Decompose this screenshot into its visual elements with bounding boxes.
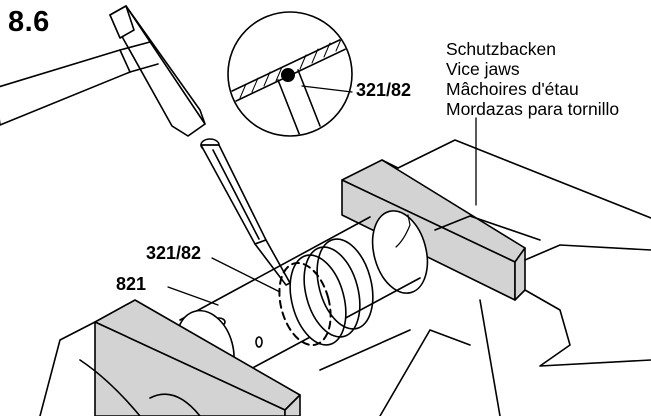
- vice-jaw-left: [39, 299, 301, 416]
- hammer-handle: [0, 49, 131, 126]
- detail-leader: [301, 85, 353, 93]
- pin-leader: [211, 257, 281, 293]
- vice-jaw-right: [341, 139, 651, 367]
- detail-part-label: 321/82: [356, 80, 412, 100]
- vice-jaws-label-fr: Mâchoires d'étau: [446, 79, 579, 99]
- pin-part-label: 321/82: [146, 243, 202, 263]
- hidden-bore: [278, 261, 332, 347]
- pin-dot: [281, 68, 295, 82]
- housing-part-label: 821: [116, 274, 147, 294]
- hammer: [0, 5, 206, 137]
- vice-jaws-label-es: Mordazas para tornillo: [446, 99, 620, 119]
- vice-base: [319, 299, 501, 416]
- detail-circle: [227, 11, 353, 137]
- punch-tool: [200, 138, 291, 286]
- housing-leader: [167, 286, 219, 306]
- figure-number: 8.6: [8, 6, 50, 38]
- vice-jaws-label-en: Vice jaws: [446, 59, 520, 79]
- vice-jaws-label-de: Schutzbacken: [446, 39, 556, 59]
